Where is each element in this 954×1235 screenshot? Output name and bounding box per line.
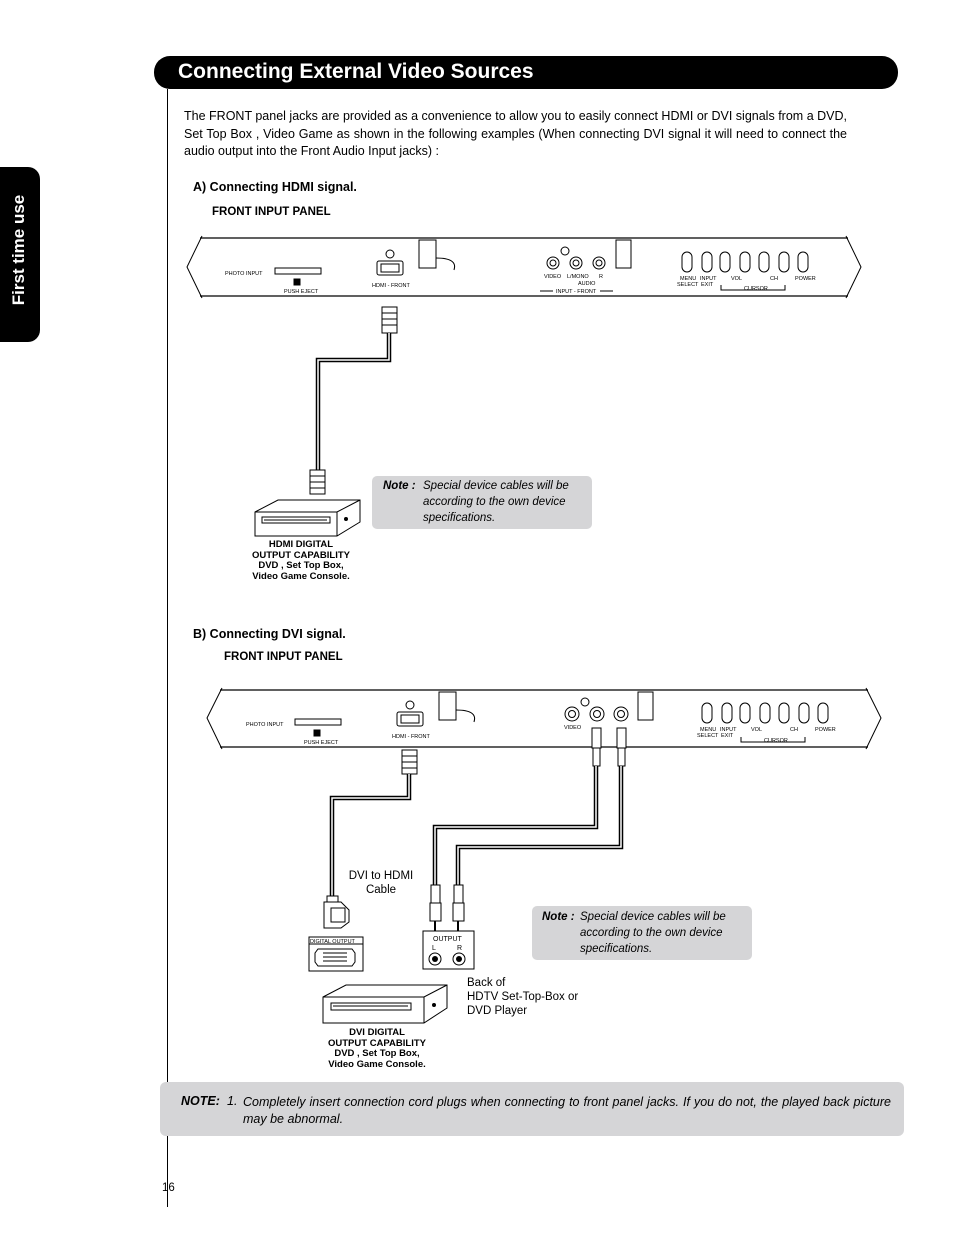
vol-label: VOL [731, 276, 742, 282]
power-label-b: POWER [815, 727, 836, 733]
caption-b-line3: DVD , Set Top Box, [334, 1048, 420, 1059]
side-tab [0, 167, 40, 342]
caption-b-line1: DVI DIGITAL [349, 1027, 405, 1038]
input-front-label: INPUT - FRONT [556, 289, 597, 295]
digital-output-port: DIGITAL OUTPUT [308, 936, 364, 972]
output-label: OUTPUT [433, 936, 463, 943]
caption-a-line4: Video Game Console. [252, 570, 350, 582]
note-box-a: Note : Special device cables will be acc… [372, 476, 592, 529]
video-label-b: VIDEO [564, 725, 582, 731]
lmono-label: L/MONO [567, 274, 589, 280]
section-b-heading: B) Connecting DVI signal. [193, 627, 346, 641]
note-b-text: Special device cables will be according … [580, 911, 726, 955]
push-eject-label: PUSH EJECT [284, 289, 319, 295]
ch-label-b: CH [790, 727, 798, 733]
panel-a-labels: PHOTO INPUT PUSH EJECT HDMI - FRONT VIDE… [225, 271, 816, 295]
rca-audio-cables [429, 727, 627, 931]
vol-label-b: VOL [751, 727, 762, 733]
caption-a-line1: HDMI DIGITAL [268, 539, 334, 550]
photo-input-label: PHOTO INPUT [225, 271, 263, 277]
input-btn-label: INPUT [700, 276, 717, 282]
input-btn-label-b: INPUT [720, 727, 737, 733]
caption-a-line2: OUTPUT CAPABILITY [252, 549, 350, 561]
hdmi-front-label-b: HDMI - FRONT [392, 734, 431, 740]
digital-output-label: DIGITAL OUTPUT [310, 939, 356, 945]
power-label: POWER [795, 276, 816, 282]
bottom-note-number: 1. [227, 1094, 238, 1108]
audio-label: AUDIO [578, 281, 596, 287]
exit-label-b: EXIT [721, 733, 734, 739]
dvi-hdmi-cable [323, 749, 418, 929]
device-caption-a: HDMI DIGITAL OUTPUT CAPABILITY DVD , Set… [236, 539, 366, 582]
front-panel-a [186, 235, 862, 299]
note-a-label: Note : [383, 480, 416, 492]
intro-paragraph: The FRONT panel jacks are provided as a … [184, 109, 847, 158]
dvd-player-b [322, 984, 448, 1024]
title-bar [154, 56, 898, 89]
back-of-line2: HDTV Set-Top-Box or [467, 991, 579, 1003]
margin-rule [167, 89, 168, 1207]
bottom-note-text: Completely insert connection cord plugs … [243, 1095, 891, 1126]
photo-input-label-b: PHOTO INPUT [246, 722, 284, 728]
r-label: R [599, 274, 603, 280]
bottom-note-label: NOTE: [181, 1094, 220, 1108]
device-caption-b: DVI DIGITAL OUTPUT CAPABILITY DVD , Set … [312, 1027, 442, 1070]
section-a-panel-label: FRONT INPUT PANEL [212, 206, 331, 218]
note-b-label: Note : [542, 911, 575, 923]
dvd-player-a [254, 499, 361, 537]
note-a-text: Special device cables will be according … [423, 480, 569, 524]
exit-label: EXIT [701, 282, 714, 288]
push-eject-label-b: PUSH EJECT [304, 740, 339, 746]
dvi-cable-label: DVI to HDMI Cable [340, 869, 422, 897]
caption-a-line3: DVD , Set Top Box, [258, 560, 344, 571]
hdmi-cable-a [309, 306, 398, 495]
caption-b-line4: Video Game Console. [328, 1058, 426, 1070]
panel-b-labels: PHOTO INPUT PUSH EJECT HDMI - FRONT VIDE… [246, 722, 836, 746]
front-panel-b [206, 687, 882, 750]
output-r-label: R [457, 945, 462, 952]
cursor-label: CURSOR [744, 286, 768, 292]
select-label-b: SELECT [697, 733, 719, 739]
video-label: VIDEO [544, 274, 562, 280]
audio-output-port: OUTPUT L R [422, 930, 475, 970]
back-of-line3: DVD Player [467, 1005, 528, 1017]
ch-label: CH [770, 276, 778, 282]
menu-label: MENU [680, 276, 696, 282]
caption-b-line2: OUTPUT CAPABILITY [328, 1037, 426, 1049]
back-of-label: Back of HDTV Set-Top-Box or DVD Player [467, 976, 578, 1018]
page-number: 16 [162, 1182, 175, 1194]
output-l-label: L [432, 945, 436, 952]
dvi-cable-label-line1: DVI to HDMI [348, 870, 414, 882]
back-of-line1: Back of [467, 977, 506, 989]
page-title: Connecting External Video Sources [178, 60, 534, 83]
section-a-heading: A) Connecting HDMI signal. [193, 180, 357, 194]
select-label: SELECT [677, 282, 699, 288]
section-b-panel-label: FRONT INPUT PANEL [224, 651, 343, 663]
note-box-b: Note : Special device cables will be acc… [532, 906, 752, 960]
dvi-cable-label-line2: Cable [365, 884, 397, 896]
bottom-note-box [160, 1082, 904, 1136]
hdmi-front-label: HDMI - FRONT [372, 283, 411, 289]
menu-label-b: MENU [700, 727, 716, 733]
cursor-label-b: CURSOR [764, 738, 788, 744]
